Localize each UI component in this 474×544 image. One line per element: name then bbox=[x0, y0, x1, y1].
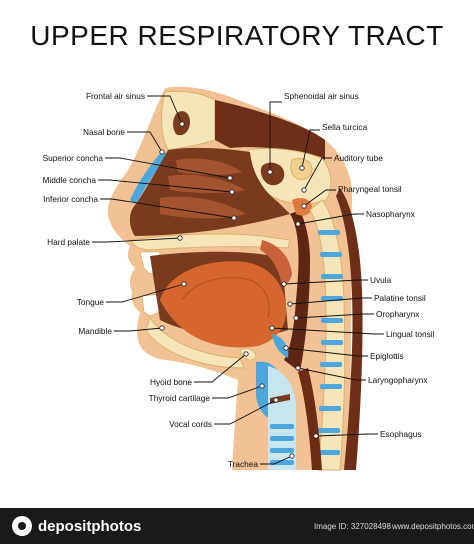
label-hyoid-bone: Hyoid bone bbox=[150, 377, 192, 387]
middle-concha-shape bbox=[168, 174, 245, 193]
label-pharyngeal-tonsil: Pharyngeal tonsil bbox=[338, 184, 402, 194]
label-mandible: Mandible bbox=[78, 326, 112, 336]
label-auditory-tube: Auditory tube bbox=[334, 153, 383, 163]
tongue-inner bbox=[181, 277, 270, 319]
diagram-title: UPPER RESPIRATORY TRACT bbox=[30, 20, 444, 51]
labels-right: Sphenoidal air sinus Sella turcica Audit… bbox=[284, 91, 435, 439]
spinal-column bbox=[309, 199, 346, 471]
hard-palate-shape bbox=[131, 233, 291, 251]
soft-palate bbox=[260, 240, 292, 286]
esophagus-shape bbox=[298, 368, 322, 470]
inferior-concha-shape bbox=[160, 196, 246, 219]
mandible-shape bbox=[145, 316, 245, 369]
footer-image-id: Image ID: 327028498 bbox=[314, 522, 391, 531]
trachea-rings bbox=[270, 424, 294, 465]
pharynx-cavity bbox=[284, 210, 310, 372]
spinal-cord bbox=[336, 188, 363, 470]
label-esophagus: Esophagus bbox=[380, 429, 422, 439]
label-hard-palate: Hard palate bbox=[47, 237, 90, 247]
epiglottis-shape bbox=[272, 334, 289, 358]
label-palatine-tonsil: Palatine tonsil bbox=[374, 293, 426, 303]
label-lingual-tonsil: Lingual tonsil bbox=[386, 329, 435, 339]
label-vocal-cords: Vocal cords bbox=[169, 419, 212, 429]
vertebrae bbox=[318, 230, 343, 455]
label-laryngopharynx: Laryngopharynx bbox=[368, 375, 428, 385]
label-inferior-concha: Inferior concha bbox=[43, 194, 98, 204]
footer-logo: depositphotos bbox=[12, 516, 141, 536]
label-superior-concha: Superior concha bbox=[43, 153, 104, 163]
footer-site: www.depositphotos.com bbox=[392, 522, 474, 531]
larynx-mucosa bbox=[268, 366, 296, 470]
depositphotos-logo-icon bbox=[12, 516, 32, 536]
labels-left: Frontal air sinus Nasal bone Superior co… bbox=[42, 91, 258, 469]
label-uvula: Uvula bbox=[370, 275, 392, 285]
label-trachea: Trachea bbox=[228, 459, 259, 469]
respiratory-tract-diagram: Frontal air sinus Nasal bone Superior co… bbox=[42, 86, 435, 471]
label-thyroid-cartilage: Thyroid cartilage bbox=[149, 393, 211, 403]
label-sphenoidal-air-sinus: Sphenoidal air sinus bbox=[284, 91, 359, 101]
label-middle-concha: Middle concha bbox=[42, 175, 96, 185]
label-sella-turcica: Sella turcica bbox=[322, 122, 368, 132]
label-lines-right bbox=[267, 101, 384, 439]
footer-brand: depositphotos bbox=[38, 517, 142, 535]
sphenoidal-sinus-shape bbox=[260, 162, 285, 186]
label-lines-left bbox=[92, 95, 295, 465]
watermark-footer: depositphotos Image ID: 327028498 www.de… bbox=[0, 508, 474, 544]
label-oropharynx: Oropharynx bbox=[376, 309, 420, 319]
label-epiglottis: Epiglottis bbox=[370, 351, 404, 361]
label-nasopharynx: Nasopharynx bbox=[366, 209, 416, 219]
label-tongue: Tongue bbox=[77, 297, 105, 307]
label-frontal-air-sinus: Frontal air sinus bbox=[86, 91, 145, 101]
label-nasal-bone: Nasal bone bbox=[83, 127, 125, 137]
nasal-bone-shape bbox=[130, 150, 168, 204]
